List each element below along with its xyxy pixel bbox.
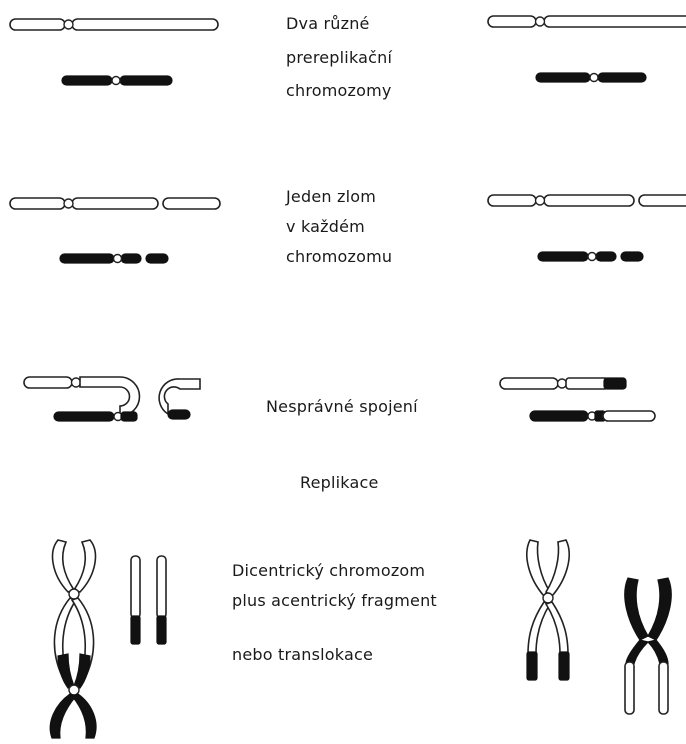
translocation-label: nebo translokace bbox=[232, 644, 373, 665]
translocation-chromosome-white bbox=[527, 540, 569, 680]
row2-right-white-chromosome bbox=[488, 195, 686, 206]
centromere bbox=[64, 199, 73, 208]
broken-fragment bbox=[146, 254, 168, 263]
row2-label-line3: chromozomu bbox=[286, 246, 392, 267]
replication-label: Replikace bbox=[300, 472, 379, 493]
centromere bbox=[558, 379, 567, 388]
centromere bbox=[72, 378, 81, 387]
row1-right-black-chromosome bbox=[536, 73, 646, 82]
row3-left-misjoined-chromosomes bbox=[24, 377, 200, 421]
row2-right-black-chromosome bbox=[538, 252, 643, 261]
centromere bbox=[114, 255, 122, 263]
dicentric-chromosome bbox=[50, 540, 96, 738]
row2-left-chromosomes bbox=[10, 198, 220, 263]
row4-label-line2: plus acentrický fragment bbox=[232, 590, 437, 611]
row2-right-chromosomes bbox=[488, 195, 686, 261]
centromere bbox=[590, 74, 598, 82]
centromere bbox=[536, 196, 545, 205]
centromere bbox=[588, 253, 596, 261]
broken-fragment bbox=[621, 252, 643, 261]
row3-right-lower-chromosome bbox=[530, 411, 655, 421]
row2-left-white-chromosome bbox=[10, 198, 220, 209]
curved-fragment bbox=[159, 379, 200, 414]
broken-fragment bbox=[639, 195, 686, 206]
row1-label-line3: chromozomy bbox=[286, 80, 392, 101]
row4-label-line1: Dicentrický chromozom bbox=[232, 560, 425, 581]
row1-right-chromosomes bbox=[488, 16, 686, 82]
row1-left-black-chromosome bbox=[62, 76, 172, 85]
row1-label-line2: prereplikační bbox=[286, 47, 392, 68]
row1-right-white-chromosome bbox=[488, 16, 686, 27]
translocation-chromosome-black bbox=[625, 578, 671, 714]
centromere bbox=[112, 77, 120, 85]
centromere bbox=[536, 17, 545, 26]
row2-label-line2: v každém bbox=[286, 216, 365, 237]
row1-left-chromosomes bbox=[10, 19, 218, 85]
row2-left-black-chromosome bbox=[60, 254, 168, 263]
row1-label-line1: Dva různé bbox=[286, 13, 370, 34]
row3-right-translocated-chromosomes bbox=[500, 378, 655, 421]
acentric-fragment-pair bbox=[131, 556, 166, 644]
row1-left-white-chromosome bbox=[10, 19, 218, 30]
centromere bbox=[64, 20, 73, 29]
row3-right-upper-chromosome bbox=[500, 378, 626, 389]
row2-label-line1: Jeden zlom bbox=[286, 186, 376, 207]
black-fragment bbox=[168, 410, 190, 419]
curved-joined-arm bbox=[80, 377, 140, 416]
centromere-lower bbox=[69, 685, 79, 695]
broken-fragment bbox=[163, 198, 220, 209]
row3-label: Nesprávné spojení bbox=[266, 396, 418, 417]
